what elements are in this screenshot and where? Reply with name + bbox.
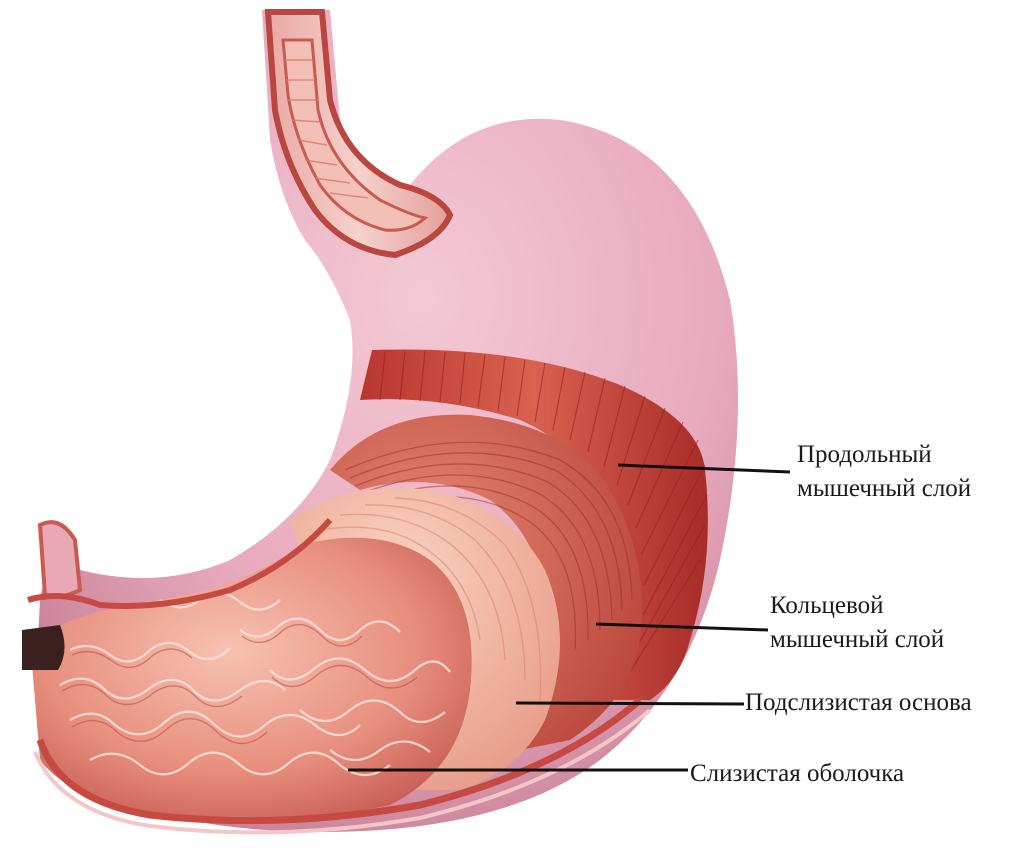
pylorus-opening <box>22 625 65 670</box>
label-circular-muscle: Кольцевой мышечный слой <box>770 589 944 657</box>
label-circular-line2: мышечный слой <box>770 623 944 657</box>
label-longitudinal-line1: Продольный <box>797 438 971 472</box>
label-longitudinal-muscle: Продольный мышечный слой <box>797 438 971 506</box>
label-longitudinal-line2: мышечный слой <box>797 472 971 506</box>
leader-submucosa <box>516 703 744 704</box>
pylorus-serosa <box>40 522 80 597</box>
label-mucosa: Слизистая оболочка <box>690 757 904 791</box>
label-submucosa: Подслизистая основа <box>745 686 972 720</box>
label-circular-line1: Кольцевой <box>770 589 944 623</box>
